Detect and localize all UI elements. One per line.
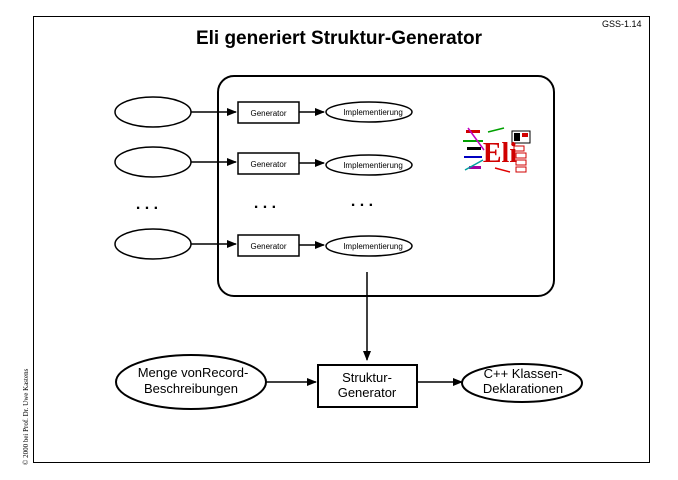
ellipsis: . . . — [254, 195, 276, 212]
generator-label: Generator — [250, 109, 286, 118]
output-line-2: Deklarationen — [483, 381, 563, 396]
input-spec-ellipse — [114, 228, 192, 260]
input-line-1: Menge vonRecord- — [138, 365, 249, 380]
eli-system-box — [217, 75, 555, 297]
ellipsis: . . . — [136, 196, 158, 213]
generator-label: Generator — [250, 160, 286, 169]
implementation-label: Implementierung — [343, 242, 403, 251]
generator-label: Generator — [250, 242, 286, 251]
input-line-2: Beschreibungen — [144, 381, 238, 396]
structure-generator-line-1: Struktur- — [342, 370, 392, 385]
implementation-label: Implementierung — [343, 108, 403, 117]
eli-logo-icon: Eli — [463, 127, 531, 173]
implementation-ellipse — [325, 154, 413, 176]
slide-id: GSS-1.14 — [602, 19, 642, 29]
input-spec-ellipse — [114, 96, 192, 128]
structure-generator-line-2: Generator — [338, 385, 397, 400]
svg-text:Eli: Eli — [483, 138, 517, 169]
class-declarations-ellipse — [461, 363, 583, 403]
page-title: Eli generiert Struktur-Generator — [195, 28, 483, 49]
structure-generator-box — [317, 364, 418, 408]
implementation-ellipse — [325, 101, 413, 123]
ellipsis: . . . — [351, 193, 373, 210]
implementation-ellipse — [325, 235, 413, 257]
output-line-1: C++ Klassen- — [484, 366, 563, 381]
page-frame — [33, 16, 650, 463]
input-spec-ellipse — [114, 146, 192, 178]
implementation-label: Implementierung — [343, 161, 403, 170]
